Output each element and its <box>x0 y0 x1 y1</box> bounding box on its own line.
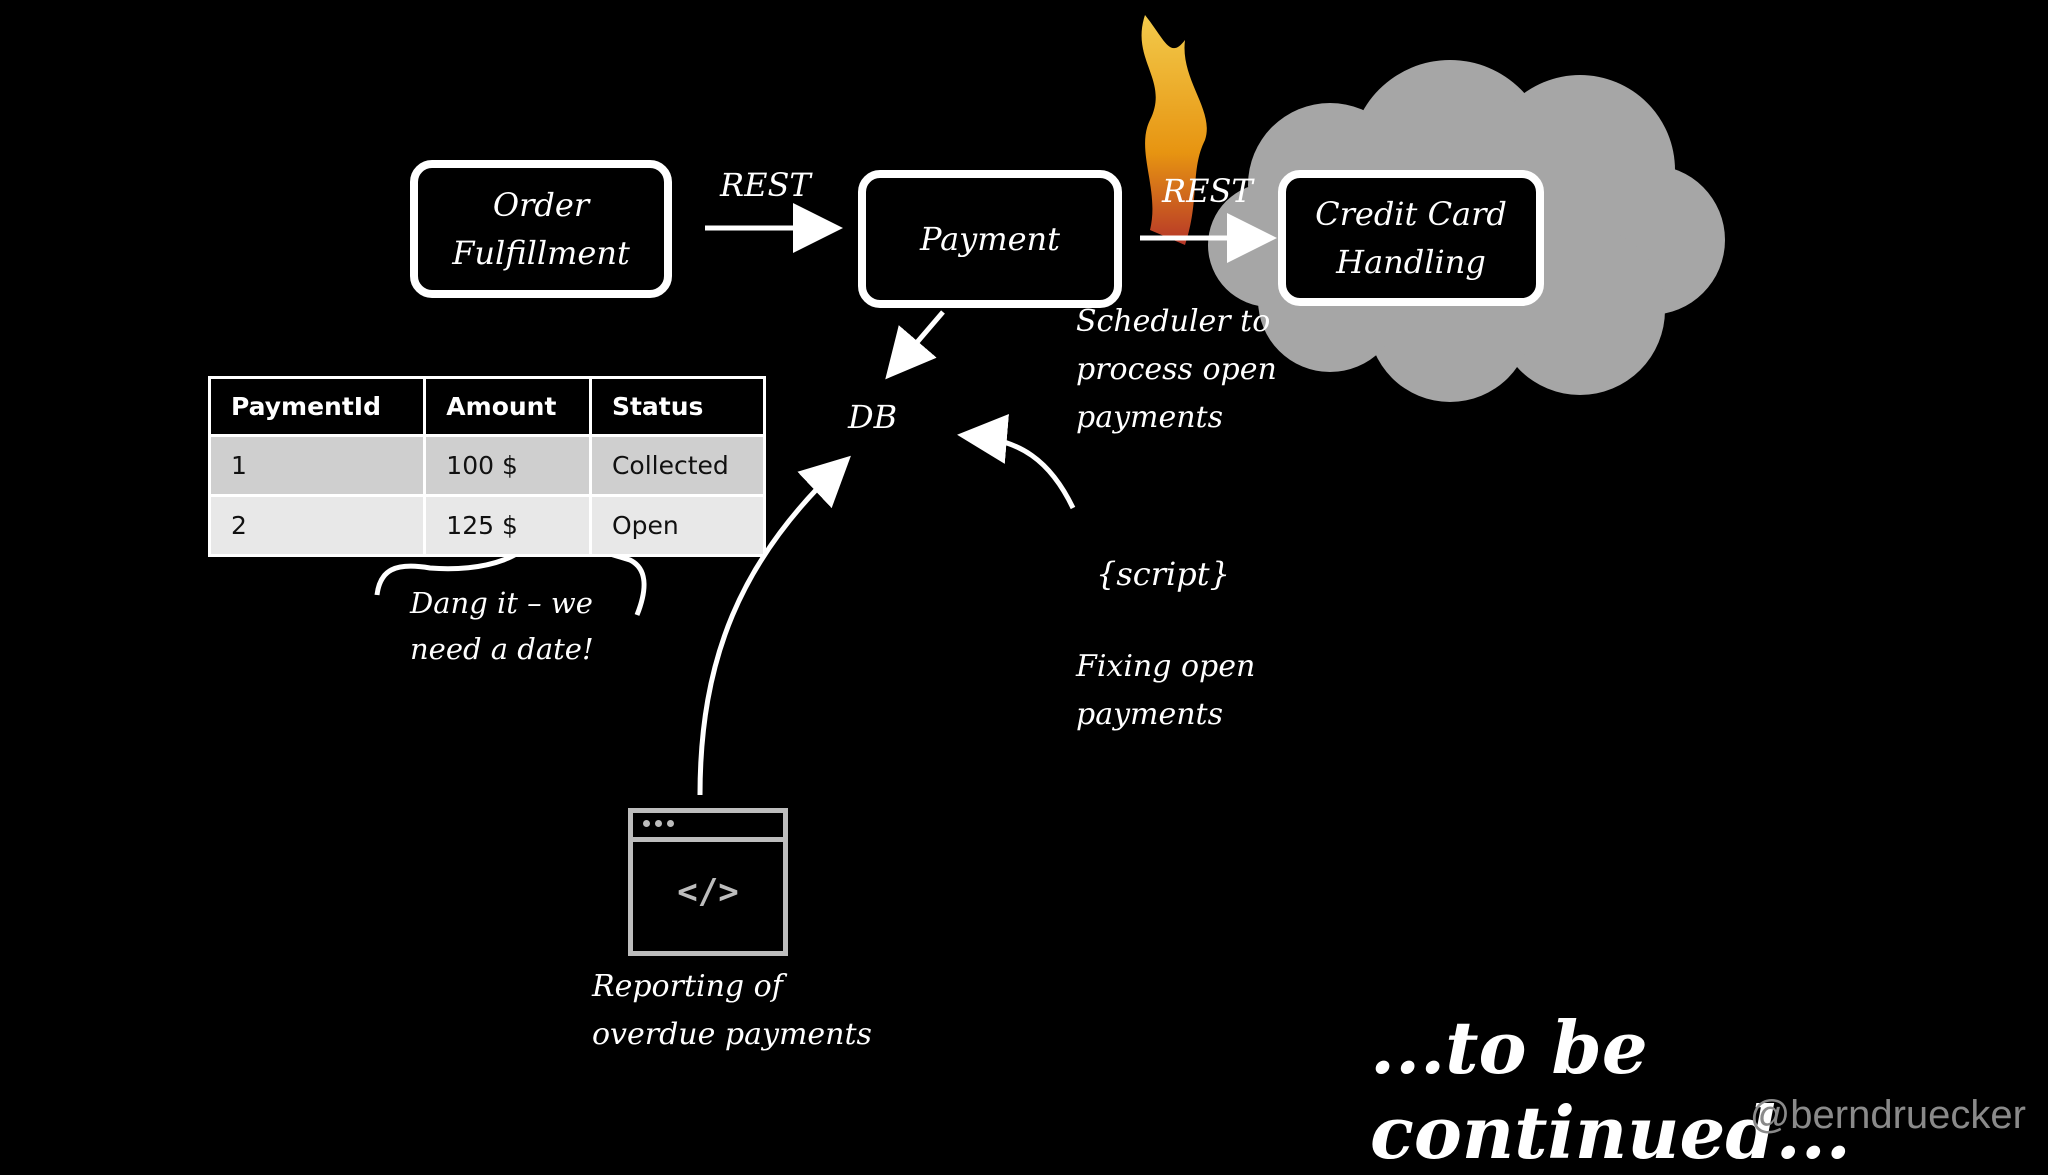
dang-note: Dang it – we need a date! <box>410 586 594 666</box>
window-dots-icon <box>643 820 650 827</box>
script-db-arrow <box>957 414 1076 510</box>
reporting-note: Reporting of overdue payments <box>592 969 872 1052</box>
cell-amount: 100 $ <box>423 434 592 497</box>
credit-card-label: Credit Card Handling <box>1315 195 1507 281</box>
table-header-row: PaymentId Amount Status <box>207 376 767 437</box>
header-status: Status <box>588 376 767 437</box>
db-label: DB <box>848 398 898 436</box>
window-titlebar <box>633 813 783 842</box>
payment-db-arrow <box>885 310 945 380</box>
header-paymentid: PaymentId <box>207 376 427 437</box>
cell-amount: 125 $ <box>423 494 592 557</box>
scheduler-note: Scheduler to process open payments <box>1076 304 1277 435</box>
header-amount: Amount <box>423 376 592 437</box>
rest-label-2: REST <box>1162 172 1253 210</box>
fixing-note: Fixing open payments <box>1076 649 1256 732</box>
payment-label: Payment <box>920 220 1060 258</box>
rest-label-1: REST <box>720 166 811 204</box>
to-be-continued: ...to be continued... <box>1370 1005 1851 1175</box>
cell-status: Collected <box>588 434 767 497</box>
script-label: {script} <box>1096 555 1230 593</box>
code-window-icon: </> <box>628 808 788 956</box>
cell-paymentid: 2 <box>207 494 427 557</box>
order-fulfillment-label: Order Fulfillment <box>452 186 630 272</box>
cell-status: Open <box>588 494 767 557</box>
credit-card-node: Credit Card Handling <box>1278 170 1544 306</box>
reporting-db-arrow <box>697 455 851 796</box>
flame-icon <box>1141 15 1207 245</box>
table-row: 2 125 $ Open <box>207 494 767 557</box>
order-fulfillment-node: Order Fulfillment <box>410 160 672 298</box>
code-glyph: </> <box>677 872 739 912</box>
table-row: 1 100 $ Collected <box>207 434 767 497</box>
payments-table: PaymentId Amount Status 1 100 $ Collecte… <box>207 376 767 557</box>
author-handle: @berndruecker <box>1749 1093 2026 1137</box>
cell-paymentid: 1 <box>207 434 427 497</box>
payment-node: Payment <box>858 170 1122 308</box>
